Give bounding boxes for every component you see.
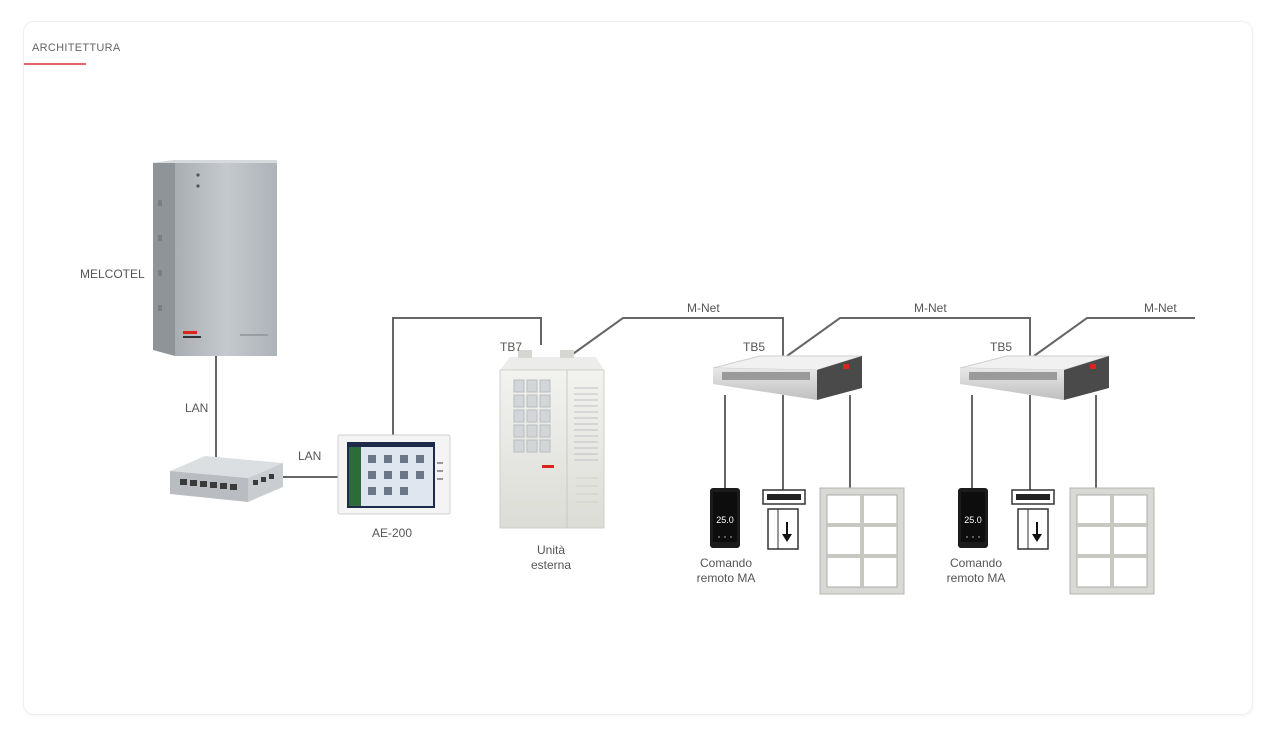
arrow-down-icon bbox=[1032, 534, 1042, 542]
card-sensor-1 bbox=[762, 489, 806, 550]
melcotel-cabinet bbox=[153, 160, 277, 356]
window-1 bbox=[819, 487, 905, 595]
remote-2-label-line2: remoto MA bbox=[946, 571, 1006, 585]
ae200-controller bbox=[337, 434, 451, 515]
indoor-unit-1 bbox=[712, 355, 863, 400]
outdoor-label-line1: Unità bbox=[536, 543, 566, 557]
window-2 bbox=[1069, 487, 1155, 595]
remote-2-temp: 25.0 bbox=[964, 515, 982, 525]
remote-1-label-line1: Comando bbox=[699, 556, 753, 570]
tb5-label-2: TB5 bbox=[990, 340, 1013, 354]
lan-label-vertical: LAN bbox=[185, 401, 209, 415]
arrow-down-icon bbox=[782, 534, 792, 542]
section-title: ARCHITETTURA bbox=[32, 42, 121, 54]
mnet-wire-outdoor-tb5-1 bbox=[569, 317, 784, 362]
title-underline bbox=[24, 63, 86, 65]
mnet-label-3: M-Net bbox=[1144, 301, 1177, 315]
remote-2-label-line1: Comando bbox=[949, 556, 1003, 570]
remote-1-label-line2: remoto MA bbox=[696, 571, 756, 585]
remote-controller-1: 25.0 bbox=[710, 488, 740, 548]
wire-ae200-tb7 bbox=[392, 317, 542, 436]
mnet-label-2: M-Net bbox=[914, 301, 947, 315]
remote-1-temp: 25.0 bbox=[716, 515, 734, 525]
indoor-unit-2 bbox=[959, 355, 1110, 400]
outdoor-label-line2: esterna bbox=[530, 558, 572, 572]
lan-label-horizontal: LAN bbox=[298, 449, 322, 463]
ae200-label: AE-200 bbox=[371, 526, 413, 540]
network-switch bbox=[170, 456, 283, 502]
card-sensor-2 bbox=[1011, 489, 1055, 550]
outdoor-unit bbox=[499, 350, 605, 529]
mnet-wire-tb5-1-tb5-2 bbox=[786, 317, 1031, 362]
mnet-wire-tb5-2-out bbox=[1033, 317, 1195, 357]
connection-lines bbox=[215, 317, 1195, 490]
tb5-label-1: TB5 bbox=[743, 340, 766, 354]
remote-controller-2: 25.0 bbox=[958, 488, 988, 548]
melcotel-label: MELCOTEL bbox=[80, 267, 145, 281]
mnet-label-1: M-Net bbox=[687, 301, 720, 315]
tb7-label: TB7 bbox=[500, 340, 523, 354]
